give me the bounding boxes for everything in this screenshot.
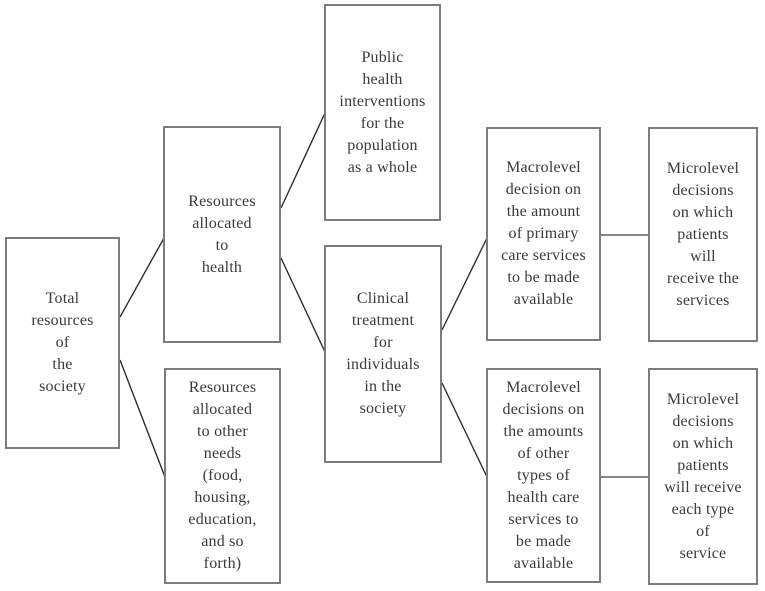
node-resources-health-label: Resources allocated to health — [188, 192, 256, 276]
node-micro-services-label: Microlevel decisions on which patients w… — [666, 159, 740, 309]
node-total-resources-label: Total resources of the society — [31, 290, 94, 395]
node-public-health-label: Public health interventions for the popu… — [339, 48, 426, 176]
connector-health-to-clinical — [280, 257, 326, 353]
node-clinical-treatment: Clinical treatment for individuals in th… — [324, 245, 442, 463]
node-macro-other-label: Macrolevel decisions on the amounts of o… — [502, 378, 585, 572]
node-micro-each-type: Microlevel decisions on which patients w… — [648, 368, 758, 585]
connector-health-to-public-health — [280, 112, 326, 209]
connector-clinical-to-macro-other — [441, 382, 488, 478]
node-micro-each-type-label: Microlevel decisions on which patients w… — [664, 390, 742, 562]
node-macro-other: Macrolevel decisions on the amounts of o… — [486, 368, 601, 583]
node-micro-services: Microlevel decisions on which patients w… — [648, 127, 758, 342]
node-macro-primary-label: Macrolevel decision on the amount of pri… — [501, 159, 586, 308]
node-resources-other: Resources allocated to other needs (food… — [164, 368, 281, 584]
node-resources-other-label: Resources allocated to other needs (food… — [188, 379, 257, 572]
connector-total-to-other-needs — [119, 359, 166, 478]
node-resources-health: Resources allocated to health — [163, 126, 281, 343]
connector-clinical-to-macro-primary — [441, 237, 488, 331]
connector-total-to-health — [119, 237, 165, 318]
node-clinical-treatment-label: Clinical treatment for individuals in th… — [346, 290, 420, 417]
node-public-health: Public health interventions for the popu… — [324, 4, 441, 221]
node-macro-primary: Macrolevel decision on the amount of pri… — [486, 127, 601, 341]
node-total-resources: Total resources of the society — [5, 237, 120, 449]
